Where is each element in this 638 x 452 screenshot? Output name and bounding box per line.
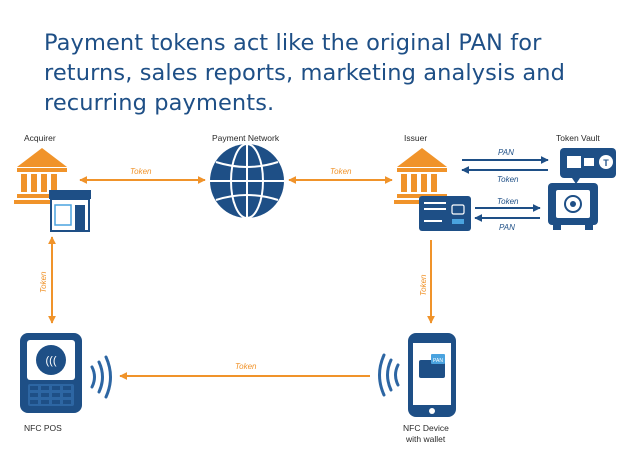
token-vault-monitor-icon: T [560, 148, 616, 184]
arrow-issuer-device: Token [419, 240, 435, 324]
acquirer-label: Acquirer [24, 133, 56, 143]
token-vault-label: Token Vault [556, 133, 600, 143]
flow-label-acquirer-network: Token [130, 167, 152, 176]
payment-network-label: Payment Network [212, 133, 280, 143]
arrow-pos-acquirer: Token [39, 236, 56, 324]
heading-line-3: recurring payments. [44, 90, 275, 116]
flow-label-pos-acquirer: Token [39, 271, 48, 293]
nfc-pos-label: NFC POS [24, 423, 62, 433]
flow-label-issuer-vault-bottom: Token [497, 197, 519, 206]
token-vault-safe-icon [548, 183, 598, 230]
credit-card-icon [419, 196, 471, 231]
flow-label-device-pos: Token [235, 362, 257, 371]
acquirer-bank-icon [14, 148, 70, 204]
issuer-bank-icon [394, 148, 450, 204]
flow-label-vault-issuer-bottom: PAN [499, 223, 515, 232]
issuer-label: Issuer [404, 133, 427, 143]
storefront-icon [49, 190, 91, 232]
flow-label-vault-issuer-top: Token [497, 175, 519, 184]
arrow-acquirer-network: Token [79, 167, 206, 184]
device-nfc-waves-icon [378, 353, 400, 397]
phone-screen-text: PAN [433, 358, 443, 364]
heading-line-1: Payment tokens act like the original PAN… [44, 30, 542, 56]
vault-token-badge: T [603, 158, 609, 168]
pos-screen-text: ((( [46, 355, 57, 367]
nfc-pos-terminal-icon: ((( [20, 333, 82, 413]
flow-label-issuer-vault-top: PAN [498, 148, 514, 157]
slide-heading: Payment tokens act like the original PAN… [44, 28, 624, 118]
nfc-device-phone-icon: PAN [408, 333, 456, 417]
payment-network-globe-icon [210, 143, 284, 219]
arrow-vault-issuer-top: Token [461, 166, 548, 184]
arrow-device-pos: Token [119, 362, 370, 380]
arrow-vault-issuer-bottom: PAN [474, 214, 540, 232]
arrow-issuer-vault-top: PAN [462, 148, 549, 164]
nfc-device-label-line2: with wallet [405, 434, 446, 444]
arrow-issuer-vault-bottom: Token [475, 197, 541, 212]
arrow-network-issuer: Token [288, 167, 393, 184]
flow-label-issuer-device: Token [419, 274, 428, 296]
pos-nfc-waves-icon [90, 355, 112, 399]
nfc-device-label-line1: NFC Device [403, 423, 449, 433]
flow-label-network-issuer: Token [330, 167, 352, 176]
heading-line-2: returns, sales reports, marketing analys… [44, 60, 566, 86]
